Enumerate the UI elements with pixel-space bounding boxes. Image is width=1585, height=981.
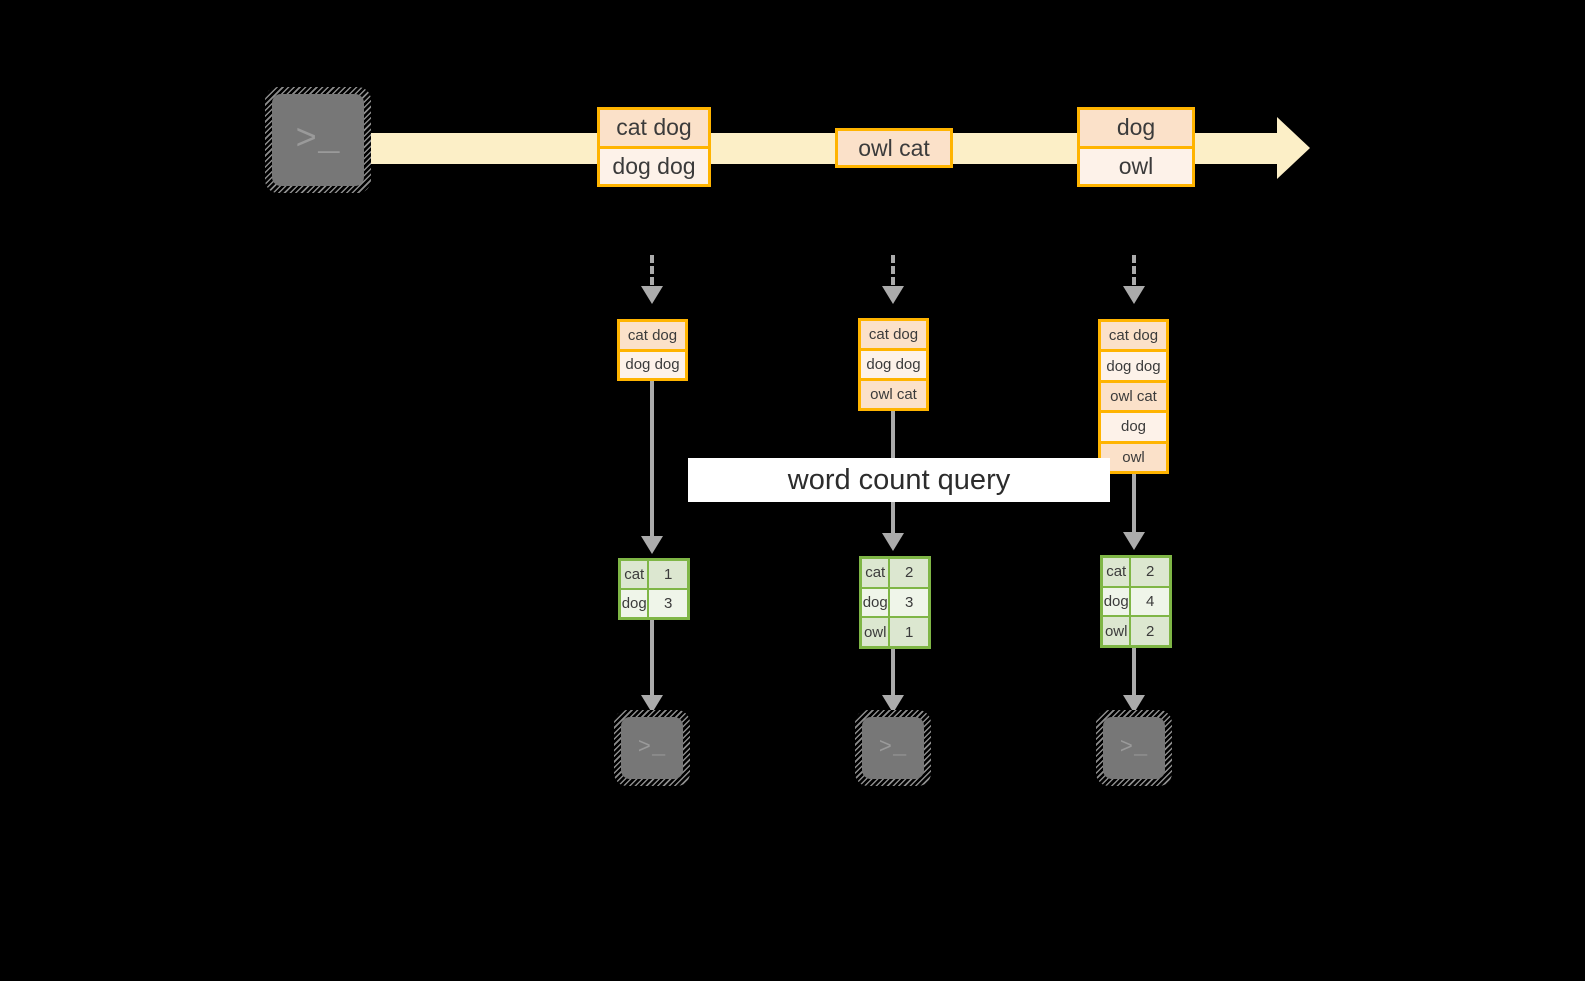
result-count: 3 [888, 588, 928, 617]
terminal-face [1103, 717, 1165, 779]
result-word: owl [862, 618, 889, 647]
log-line: cat dog [620, 322, 685, 349]
terminal-face [862, 717, 924, 779]
result-word: cat [862, 559, 889, 587]
result-word: owl [1103, 617, 1130, 646]
snapshot-1-sink-terminal-icon: >_ [614, 710, 690, 786]
sink-down-arrow-icon [882, 695, 904, 713]
event-line: dog dog [600, 145, 708, 184]
terminal-face [272, 94, 364, 186]
terminal-prompt-glyph: >_ [878, 735, 908, 760]
result-word: dog [862, 588, 889, 617]
table-row: cat 2 [1103, 558, 1169, 586]
query-label-band: word count query [688, 458, 1110, 502]
table-row: cat 2 [862, 559, 928, 587]
sink-down-arrow-icon [641, 695, 663, 713]
dashed-down-arrow-icon [641, 286, 663, 304]
query-down-arrow-icon [1123, 532, 1145, 550]
stream-event-box-2: owl cat [835, 128, 953, 168]
result-word: cat [1103, 558, 1130, 586]
log-line: owl cat [1101, 379, 1166, 411]
result-count: 1 [647, 561, 687, 588]
sink-down-arrow-icon [1123, 695, 1145, 713]
snapshot-1-result-table: cat 1 dog 3 [618, 558, 690, 620]
event-line: owl cat [838, 131, 950, 165]
event-line: owl [1080, 145, 1192, 184]
stream-event-box-1: cat dog dog dog [597, 107, 711, 187]
source-terminal-icon: >_ [265, 87, 371, 193]
event-line: dog [1080, 110, 1192, 146]
result-word: cat [621, 561, 648, 588]
query-label: word count query [787, 463, 1011, 496]
table-row: dog 3 [862, 586, 928, 617]
log-line: owl cat [861, 378, 926, 408]
query-down-arrow-icon [1132, 474, 1136, 532]
stream-arrow-icon [1277, 117, 1310, 179]
sink-down-arrow-icon [650, 620, 654, 695]
query-down-arrow-icon [882, 533, 904, 551]
log-line: cat dog [1101, 322, 1166, 350]
snapshot-3-result-table: cat 2 dog 4 owl 2 [1100, 555, 1172, 648]
log-line: owl [1101, 440, 1166, 472]
result-count: 3 [647, 590, 687, 617]
table-row: dog 3 [621, 588, 687, 617]
table-row: cat 1 [621, 561, 687, 588]
result-count: 4 [1129, 587, 1169, 616]
terminal-prompt-glyph: >_ [1119, 735, 1149, 760]
sink-down-arrow-icon [891, 649, 895, 695]
event-line: cat dog [600, 110, 708, 146]
log-line: dog [1101, 410, 1166, 441]
result-count: 1 [888, 618, 928, 647]
query-down-arrow-icon [650, 381, 654, 536]
terminal-prompt-glyph: >_ [637, 735, 667, 760]
table-row: dog 4 [1103, 585, 1169, 616]
dashed-down-arrow-icon [882, 286, 904, 304]
result-count: 2 [1129, 558, 1169, 586]
dashed-down-arrow-icon [1123, 286, 1145, 304]
log-line: dog dog [861, 348, 926, 378]
terminal-face [621, 717, 683, 779]
result-word: dog [621, 590, 648, 617]
snapshot-3-sink-terminal-icon: >_ [1096, 710, 1172, 786]
snapshot-1-event-log: cat dog dog dog [617, 319, 688, 381]
table-row: owl 1 [862, 616, 928, 647]
sink-down-arrow-icon [1132, 648, 1136, 695]
log-line: dog dog [1101, 349, 1166, 380]
query-down-arrow-icon [641, 536, 663, 554]
snapshot-2-result-table: cat 2 dog 3 owl 1 [859, 556, 931, 649]
result-count: 2 [888, 559, 928, 587]
log-line: dog dog [620, 348, 685, 378]
stream-event-box-3: dog owl [1077, 107, 1195, 187]
snapshot-2-sink-terminal-icon: >_ [855, 710, 931, 786]
table-row: owl 2 [1103, 615, 1169, 646]
result-count: 2 [1129, 617, 1169, 646]
dashed-down-arrow-icon [650, 255, 654, 285]
log-line: cat dog [861, 321, 926, 348]
terminal-prompt-glyph: >_ [295, 119, 341, 160]
dashed-down-arrow-icon [891, 255, 895, 285]
result-word: dog [1103, 587, 1130, 616]
snapshot-3-event-log: cat dog dog dog owl cat dog owl [1098, 319, 1169, 474]
dashed-down-arrow-icon [1132, 255, 1136, 285]
snapshot-2-event-log: cat dog dog dog owl cat [858, 318, 929, 411]
